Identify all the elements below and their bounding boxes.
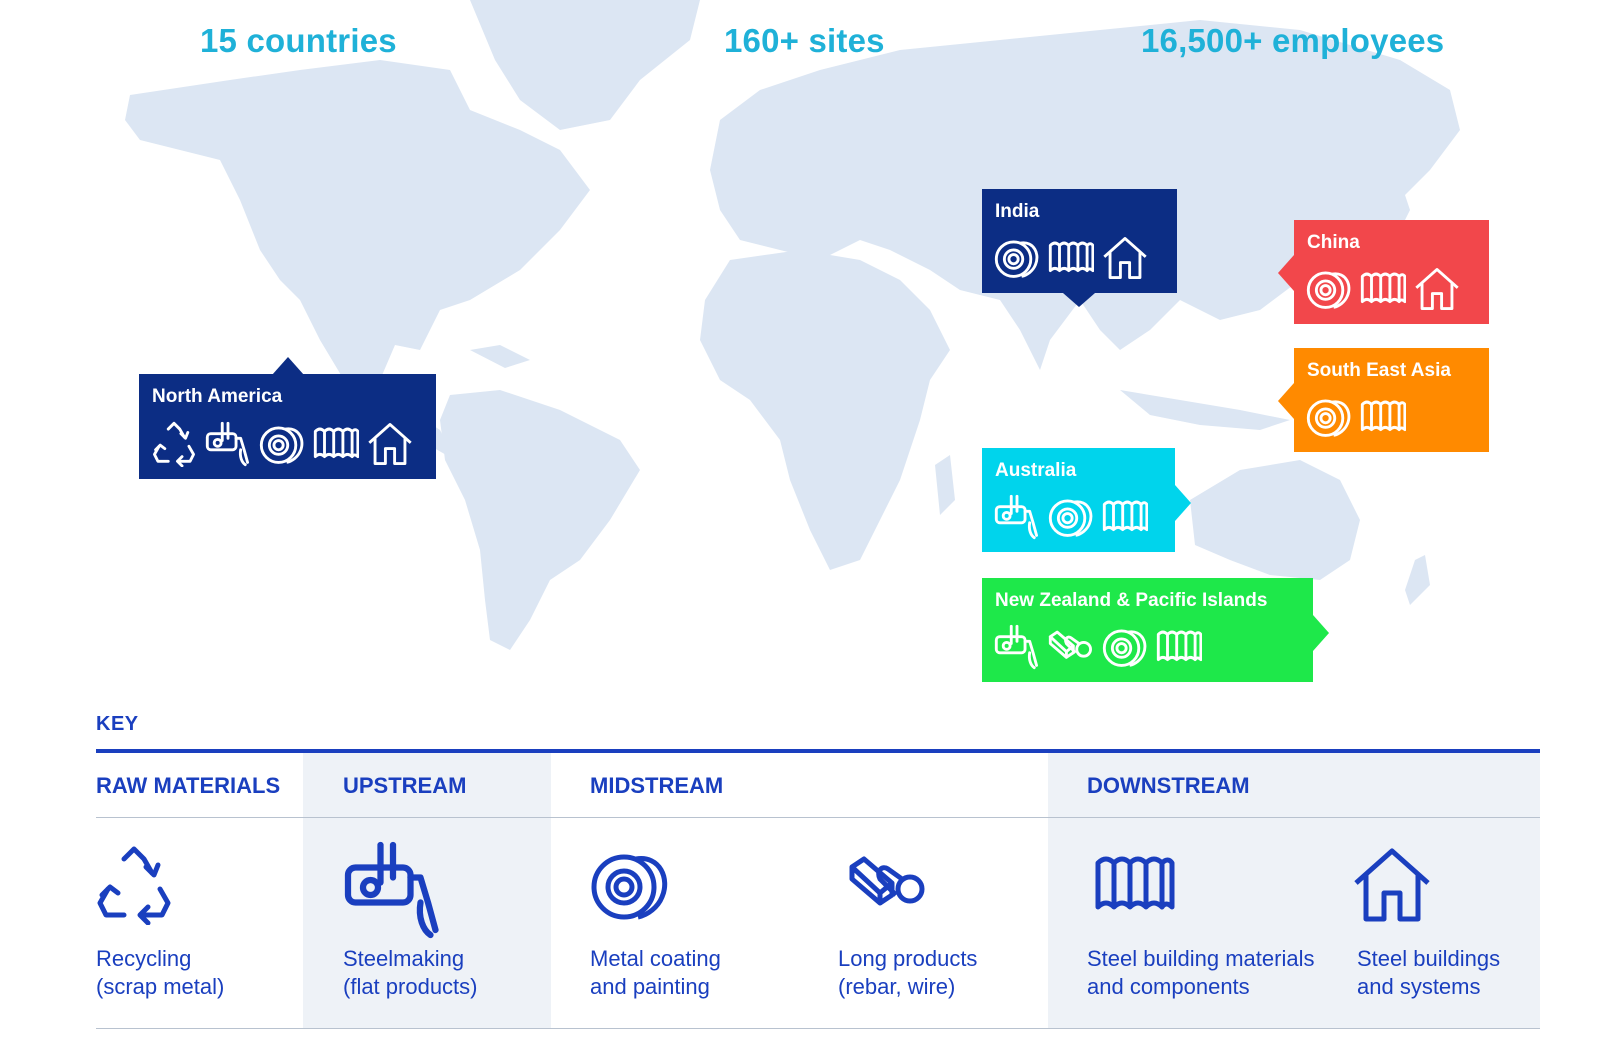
label-line-2: and systems — [1357, 974, 1481, 999]
coil-icon — [994, 235, 1040, 281]
group-midstream: MIDSTREAM — [590, 773, 724, 798]
south-east-asia-icons — [1306, 394, 1406, 440]
china-pointer — [1278, 255, 1294, 291]
africa-landmass — [700, 250, 950, 570]
new-zealand-landmass — [1405, 555, 1430, 605]
coil-icon — [1048, 494, 1094, 540]
roofing-icon — [1048, 235, 1094, 281]
south-america-landmass — [440, 390, 640, 650]
long-products-icon — [838, 845, 938, 925]
region-india: India — [982, 189, 1177, 293]
steelmaking-icon — [994, 494, 1040, 540]
new-zealand-icons — [994, 624, 1202, 670]
long-products-icon — [1048, 624, 1094, 670]
world-map — [125, 0, 1460, 650]
region-south-east-asia: South East Asia — [1294, 348, 1489, 452]
house-icon — [1414, 266, 1460, 312]
roofing-icon — [1086, 845, 1182, 925]
label-line-1: Steel buildings — [1357, 946, 1501, 971]
label-line-1: Recycling — [96, 946, 192, 971]
coil-icon — [590, 845, 670, 925]
label-line-2: (scrap metal) — [96, 974, 225, 999]
key-label-long-products: Long products (rebar, wire) — [838, 945, 1098, 1001]
australia-pointer — [1175, 485, 1191, 521]
south-east-asia-pointer — [1278, 383, 1294, 419]
key-top-rule — [96, 749, 1540, 753]
steelmaking-icon — [343, 840, 443, 940]
roofing-icon — [1360, 266, 1406, 312]
australia-landmass — [1190, 460, 1360, 580]
north-america-icons — [151, 421, 413, 467]
group-upstream: UPSTREAM — [343, 773, 467, 798]
house-icon — [1352, 845, 1432, 925]
region-name: New Zealand & Pacific Islands — [995, 590, 1268, 611]
key-label-steelmaking: Steelmaking (flat products) — [343, 945, 603, 1001]
steelmaking-icon — [994, 624, 1040, 670]
stat-sites: 160+ sites — [724, 22, 885, 59]
roofing-icon — [1156, 624, 1202, 670]
group-downstream: DOWNSTREAM — [1087, 773, 1250, 798]
label-line-2: and components — [1087, 974, 1250, 999]
label-line-1: Long products — [838, 946, 978, 971]
north-america-landmass — [125, 60, 590, 460]
recycle-icon — [151, 421, 197, 467]
coil-icon — [1306, 266, 1352, 312]
recycle-icon — [94, 845, 174, 925]
coil-icon — [259, 421, 305, 467]
label-line-1: Metal coating — [590, 946, 721, 971]
key-header-divider — [96, 817, 1540, 818]
indonesia-landmass — [1120, 390, 1290, 430]
key-label-recycling: Recycling (scrap metal) — [96, 945, 356, 1001]
china-icons — [1306, 266, 1460, 312]
india-icons — [994, 235, 1148, 281]
region-new-zealand: New Zealand & Pacific Islands — [982, 578, 1313, 682]
roofing-icon — [1360, 394, 1406, 440]
roofing-icon — [313, 421, 359, 467]
stat-employees: 16,500+ employees — [1141, 22, 1445, 59]
house-icon — [1102, 235, 1148, 281]
label-line-1: Steel building materials — [1087, 946, 1315, 971]
new-zealand-pointer — [1313, 615, 1329, 651]
house-icon — [367, 421, 413, 467]
group-raw-materials: RAW MATERIALS — [96, 773, 281, 798]
region-australia: Australia — [982, 448, 1175, 552]
caribbean-landmass — [470, 345, 530, 368]
greenland-landmass — [470, 0, 700, 130]
label-line-2: (flat products) — [343, 974, 478, 999]
region-name: Australia — [995, 460, 1077, 481]
key-label-building-materials: Steel building materials and components — [1087, 945, 1347, 1001]
key-bottom-divider — [96, 1028, 1540, 1029]
label-line-2: and painting — [590, 974, 710, 999]
coil-icon — [1102, 624, 1148, 670]
madagascar-landmass — [935, 455, 955, 515]
label-line-2: (rebar, wire) — [838, 974, 956, 999]
india-pointer — [1063, 293, 1095, 307]
region-name: China — [1307, 232, 1360, 253]
region-name: South East Asia — [1307, 360, 1451, 381]
north-america-pointer — [272, 357, 304, 375]
stat-countries: 15 countries — [200, 22, 397, 59]
australia-icons — [994, 494, 1148, 540]
roofing-icon — [1102, 494, 1148, 540]
region-north-america: North America — [139, 374, 436, 479]
region-name: India — [995, 201, 1040, 222]
region-china: China — [1294, 220, 1489, 324]
key-label-buildings: Steel buildings and systems — [1357, 945, 1537, 1001]
region-name: North America — [152, 386, 283, 407]
steelmaking-icon — [205, 421, 251, 467]
key-label-metal-coating: Metal coating and painting — [590, 945, 850, 1001]
coil-icon — [1306, 394, 1352, 440]
key-title: KEY — [96, 713, 139, 735]
label-line-1: Steelmaking — [343, 946, 465, 971]
